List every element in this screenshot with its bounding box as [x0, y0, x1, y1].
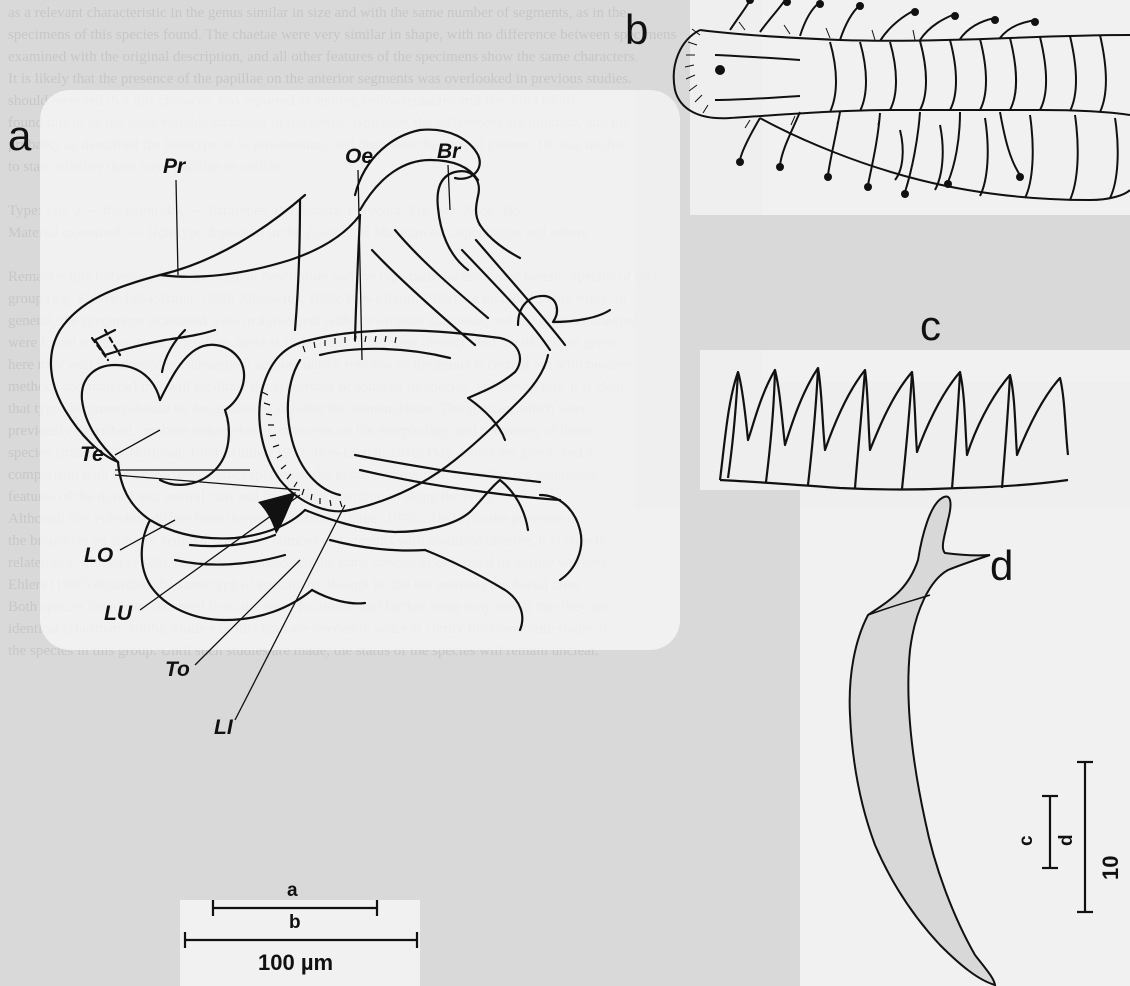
- label-to: To: [165, 658, 190, 682]
- panel-label-c: c: [920, 302, 941, 350]
- panel-label-a: a: [8, 112, 31, 160]
- scale-label-d: d: [1056, 834, 1078, 846]
- scale-value-cd: 10 µm: [1098, 848, 1130, 880]
- scale-label-b: b: [289, 912, 301, 934]
- panel-label-b: b: [625, 6, 648, 54]
- scale-label-a: a: [287, 880, 298, 902]
- label-li: LI: [214, 716, 233, 740]
- label-pr: Pr: [163, 155, 185, 179]
- label-br: Br: [437, 140, 460, 164]
- scale-value-ab: 100 µm: [258, 950, 333, 976]
- label-te: Te: [80, 443, 104, 467]
- label-oe: Oe: [345, 145, 373, 169]
- panel-label-d: d: [990, 542, 1013, 590]
- label-lu: LU: [104, 602, 132, 626]
- scale-label-c: c: [1016, 835, 1038, 846]
- label-lo: LO: [84, 544, 113, 568]
